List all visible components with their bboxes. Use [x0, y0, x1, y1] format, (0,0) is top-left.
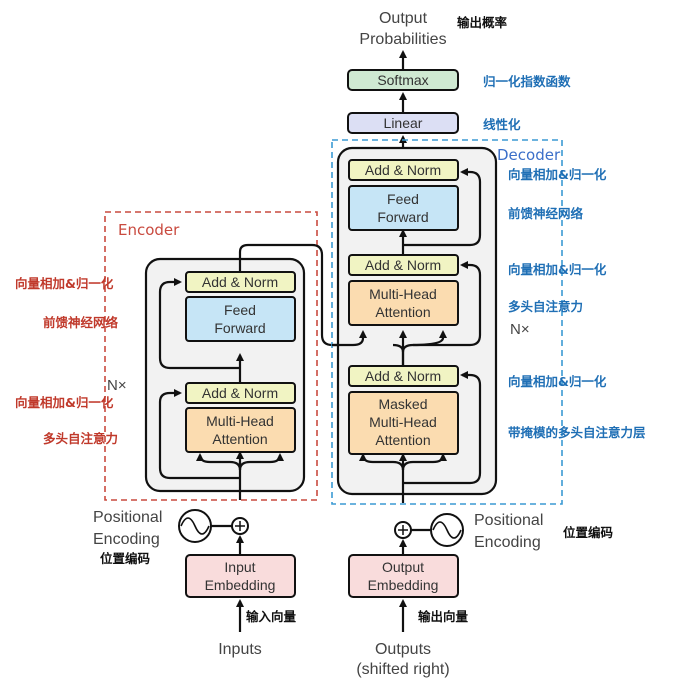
- decoder-masked-zh: 带掩模的多头自注意力层: [508, 425, 646, 440]
- decoder-sine-curve: [432, 521, 462, 539]
- decoder-masked-line1: Masked: [378, 396, 427, 412]
- decoder-ff-zh: 前馈神经网络: [508, 206, 584, 221]
- outputs-label-line1: Outputs: [375, 641, 431, 658]
- encoder-attn-line2: Attention: [212, 431, 267, 447]
- decoder-attn-zh: 多头自注意力: [508, 299, 583, 314]
- decoder-cross-join: [392, 343, 405, 353]
- decoder-pos-enc-zh: 位置编码: [563, 525, 613, 540]
- linear-label: Linear: [384, 115, 423, 131]
- decoder-attn-line1: Multi-Head: [369, 286, 437, 302]
- encoder-ff-line1: Feed: [224, 302, 256, 318]
- encoder-sine-curve: [180, 517, 210, 535]
- encoder-attn-k-arrow: [238, 453, 284, 471]
- decoder-nx-label: N×: [510, 321, 530, 338]
- decoder-residual-3: [403, 168, 482, 247]
- encoder-residual-2: [158, 278, 240, 370]
- encoder-add-norm-bottom-zh: 向量相加&归一化: [15, 395, 114, 410]
- decoder-masked-line2: Multi-Head: [369, 414, 437, 430]
- softmax-zh: 归一化指数函数: [483, 74, 571, 89]
- decoder-add-norm-top-zh: 向量相加&归一化: [508, 167, 607, 182]
- encoder-label: Encoder: [118, 221, 180, 239]
- encoder-add-norm-bottom: [185, 382, 296, 404]
- softmax-box: [347, 69, 459, 91]
- input-embedding-line1: Input: [224, 559, 255, 575]
- decoder-label: Decoder: [497, 146, 561, 164]
- decoder-add-norm-top-label: Add & Norm: [365, 162, 441, 178]
- decoder-pos-enc-line2: Encoding: [474, 534, 541, 551]
- decoder-add-norm-mid-label: Add & Norm: [365, 257, 441, 273]
- encoder-plus-glyph: [235, 521, 245, 531]
- encoder-add-norm-top-zh: 向量相加&归一化: [15, 276, 114, 291]
- decoder-add-norm-mid: [348, 254, 459, 276]
- encoder-ff-zh: 前馈神经网络: [43, 315, 119, 330]
- decoder-add-norm-bottom: [348, 365, 459, 387]
- decoder-cross-k-arrow: [412, 330, 447, 347]
- decoder-masked-q-arrow: [359, 453, 405, 471]
- output-embedding-line2: Embedding: [368, 577, 439, 593]
- decoder-cross-q-arrow: [332, 330, 367, 347]
- encoder-pos-enc-line2: Encoding: [93, 531, 160, 548]
- output-vector-zh: 输出向量: [418, 609, 469, 624]
- decoder-add-norm-bottom-label: Add & Norm: [365, 368, 441, 384]
- encoder-add-norm-bottom-label: Add & Norm: [202, 385, 278, 401]
- linear-zh: 线性化: [483, 117, 521, 132]
- linear-box: [347, 112, 459, 134]
- encoder-add-norm-top-label: Add & Norm: [202, 274, 278, 290]
- encoder-add-norm-top: [185, 271, 296, 293]
- decoder-masked-line3: Attention: [375, 432, 430, 448]
- inputs-label: Inputs: [218, 641, 262, 658]
- decoder-ff-line2: Forward: [377, 209, 428, 225]
- encoder-pos-enc-line1: Positional: [93, 509, 162, 526]
- encoder-ff-line2: Forward: [214, 320, 265, 336]
- output-probabilities-line2: Probabilities: [359, 31, 446, 48]
- encoder-residual-1: [158, 389, 240, 480]
- encoder-attn-q-arrow: [196, 453, 242, 471]
- decoder-masked-attention: [348, 391, 459, 455]
- decoder-residual-2: [401, 261, 482, 366]
- outputs-label-line2: (shifted right): [356, 661, 449, 678]
- decoder-dashed-frame: [331, 139, 563, 505]
- output-probabilities-line1: Output: [379, 10, 428, 27]
- encoder-feed-forward: [185, 296, 296, 342]
- decoder-ff-line1: Feed: [387, 191, 419, 207]
- encoder-attn-zh: 多头自注意力: [43, 431, 118, 446]
- decoder-add-norm-top: [348, 159, 459, 181]
- decoder-feed-forward: [348, 185, 459, 231]
- encoder-to-decoder-wire: [238, 243, 403, 347]
- encoder-multi-head-attention: [185, 407, 296, 453]
- input-vector-zh: 输入向量: [246, 609, 297, 624]
- decoder-multi-head-attention: [348, 280, 459, 326]
- input-embedding-line2: Embedding: [205, 577, 276, 593]
- decoder-pos-enc-line1: Positional: [474, 512, 543, 529]
- softmax-label: Softmax: [377, 72, 428, 88]
- output-embedding-line1: Output: [382, 559, 424, 575]
- encoder-pos-enc-zh: 位置编码: [100, 551, 150, 566]
- encoder-nx-label: N×: [107, 377, 127, 394]
- decoder-add-norm-mid-zh: 向量相加&归一化: [508, 262, 607, 277]
- output-embedding-box: [348, 554, 459, 598]
- decoder-plus-glyph: [398, 525, 408, 535]
- output-probabilities-zh: 输出概率: [457, 15, 508, 30]
- encoder-dashed-frame: [104, 211, 318, 501]
- decoder-attn-line2: Attention: [375, 304, 430, 320]
- decoder-residual-1: [403, 371, 482, 485]
- decoder-masked-k-arrow: [401, 453, 447, 471]
- input-embedding-box: [185, 554, 296, 598]
- encoder-attn-line1: Multi-Head: [206, 413, 274, 429]
- decoder-add-norm-bottom-zh: 向量相加&归一化: [508, 374, 607, 389]
